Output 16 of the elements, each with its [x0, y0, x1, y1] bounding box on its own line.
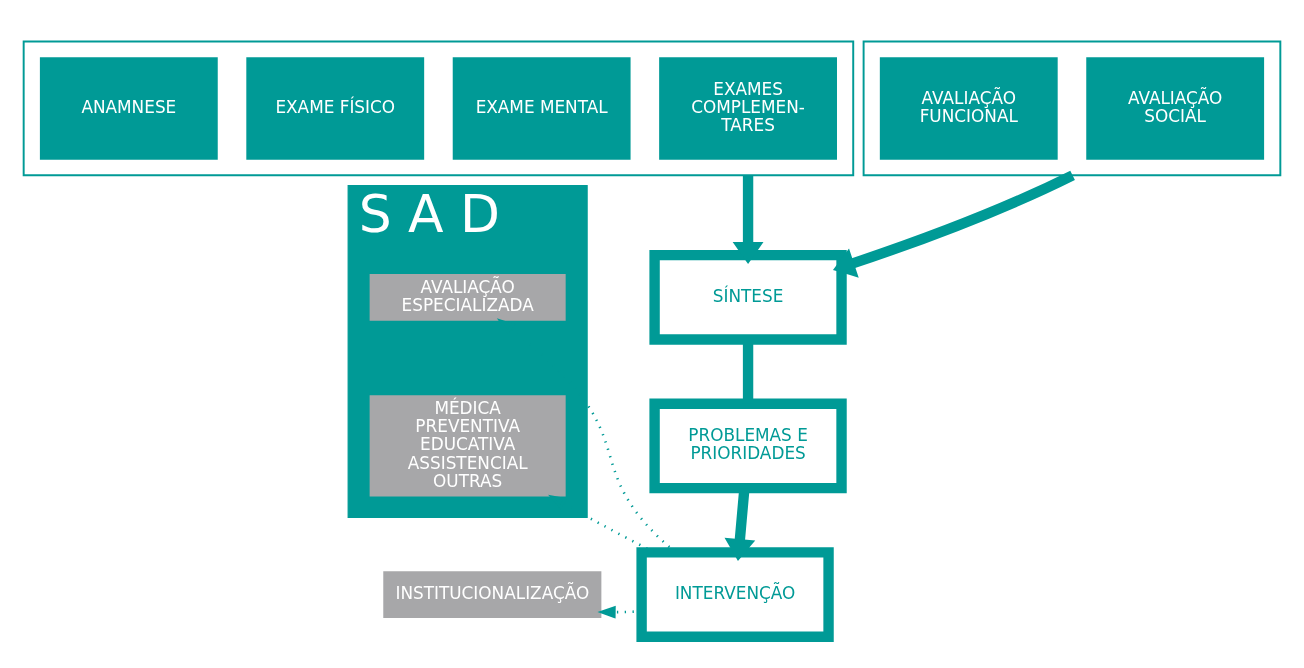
- node-box: AVALIAÇÃO FUNCIONAL: [879, 57, 1058, 160]
- node-box: EXAME MENTAL: [452, 57, 631, 160]
- arrow: [732, 175, 764, 265]
- node-box: PROBLEMAS E PRIORIDADES: [649, 398, 847, 494]
- node-box: ANAMNESE: [39, 57, 218, 160]
- node-box: AVALIAÇÃO ESPECIALIZADA: [369, 273, 566, 321]
- node-box: INTERVENÇÃO: [636, 547, 834, 642]
- node-box: SÍNTESE: [649, 249, 847, 345]
- cluster: [22, 40, 855, 177]
- arrow: [832, 170, 1075, 278]
- node-box: AVALIAÇÃO SOCIAL: [1086, 57, 1265, 160]
- node-box: MÉDICA PREVENTIVA EDUCATIVA ASSISTENCIAL OUTRAS: [369, 395, 566, 497]
- node-box: EXAME FÍSICO: [246, 57, 425, 160]
- node-box: EXAMES COMPLEMEN- TARES: [659, 57, 837, 160]
- cluster: [862, 40, 1282, 177]
- node-box: INSTITUCIONALIZAÇÃO: [383, 571, 602, 618]
